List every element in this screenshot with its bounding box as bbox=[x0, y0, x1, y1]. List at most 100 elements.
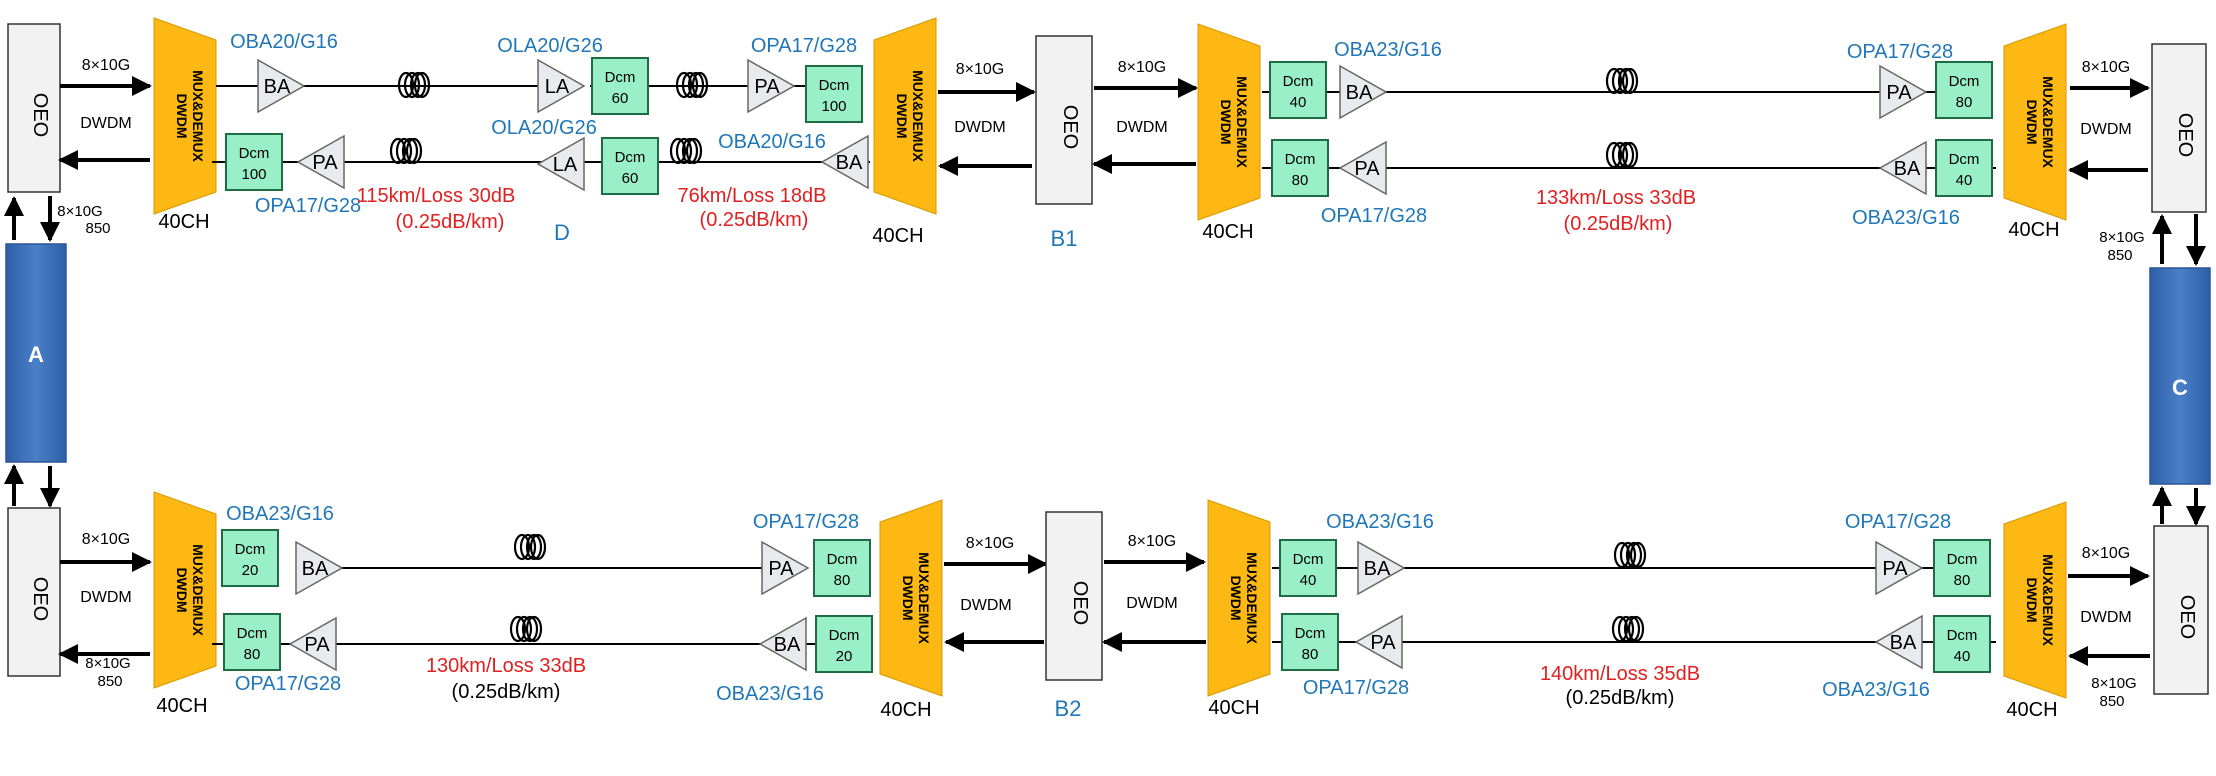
dcm-r3-rx2-label: Dcm bbox=[829, 627, 860, 644]
dwdm-r4-left: DWDM bbox=[1126, 595, 1178, 612]
amp-r3-pa-tx-label: PA bbox=[768, 558, 794, 580]
dcm-r2-rx1-value: 80 bbox=[1292, 172, 1309, 189]
label-r4-oba-tx: OBA23/G16 bbox=[1326, 511, 1434, 533]
dcm-r1-rx1-label: Dcm bbox=[239, 145, 270, 162]
n850-a-bottom: 850 bbox=[97, 673, 122, 690]
rate-c-top: 8×10G bbox=[2099, 229, 2144, 246]
rate-r3-left: 8×10G bbox=[82, 531, 130, 548]
mux-r1-left bbox=[153, 17, 217, 215]
dwdm-r2-right: DWDM bbox=[2080, 121, 2132, 138]
dcm-r3-tx1 bbox=[221, 529, 279, 587]
coil-r1-b-rx bbox=[669, 137, 703, 165]
dcm-r4-tx2-value: 80 bbox=[1954, 572, 1971, 589]
rate-r3-b2-left: 8×10G bbox=[966, 535, 1014, 552]
dwdm-r1-b1-left: DWDM bbox=[954, 119, 1006, 136]
node-c bbox=[2149, 267, 2211, 485]
label-r4-oba-rx: OBA23/G16 bbox=[1822, 679, 1930, 701]
dwdm-r3-b2-left: DWDM bbox=[960, 597, 1012, 614]
mux-r2-left bbox=[1197, 23, 1261, 221]
mux-r4-left-label2: MUX&DEMUX bbox=[1244, 552, 1260, 644]
rate-r1-left: 8×10G bbox=[82, 57, 130, 74]
node-a bbox=[5, 243, 67, 463]
dcm-r3-tx2-label: Dcm bbox=[827, 551, 858, 568]
label-r3-opa-tx: OPA17/G28 bbox=[753, 511, 859, 533]
dcm-r3-rx1-value: 80 bbox=[244, 646, 261, 663]
amp-r1-la-tx-label: LA bbox=[545, 76, 570, 98]
ch40-r1-right: 40CH bbox=[872, 225, 923, 247]
dcm-r4-rx2-label: Dcm bbox=[1947, 627, 1978, 644]
amp-r3-ba-tx bbox=[295, 540, 344, 596]
span-s4-coef: (0.25dB/km) bbox=[1566, 687, 1675, 709]
amp-r1-ba-rx-label: BA bbox=[836, 152, 863, 174]
oeo-c-top-label: OEO bbox=[2174, 113, 2196, 157]
mux-r1-right bbox=[873, 17, 937, 215]
rate-a-top: 8×10G bbox=[57, 203, 102, 220]
amp-r3-ba-tx-label: BA bbox=[302, 558, 329, 580]
label-r1-opa-rx: OPA17/G28 bbox=[255, 195, 361, 217]
mux-r3-right-label1: DWDM bbox=[900, 575, 916, 620]
label-r1-ola-rx: OLA20/G26 bbox=[491, 117, 597, 139]
dcm-r1-tx2-value: 100 bbox=[821, 98, 846, 115]
amp-r2-ba-rx bbox=[1878, 140, 1927, 196]
label-r1-opa-tx: OPA17/G28 bbox=[751, 35, 857, 57]
label-r3-oba-rx: OBA23/G16 bbox=[716, 683, 824, 705]
dcm-r4-tx2-label: Dcm bbox=[1947, 551, 1978, 568]
amp-r2-ba-rx-label: BA bbox=[1894, 158, 1921, 180]
oeo-b1 bbox=[1035, 35, 1093, 205]
amp-r4-ba-tx-label: BA bbox=[1364, 558, 1391, 580]
rate-r1-b1-left: 8×10G bbox=[956, 61, 1004, 78]
span-s4-loss: 140km/Loss 35dB bbox=[1540, 663, 1700, 685]
dcm-r3-rx2-value: 20 bbox=[836, 648, 853, 665]
amp-r2-pa-tx-label: PA bbox=[1886, 82, 1912, 104]
dcm-r1-tx1-value: 60 bbox=[612, 90, 629, 107]
oeo-a-bottom bbox=[7, 507, 61, 677]
mux-r4-right-label2: MUX&DEMUX bbox=[2040, 554, 2056, 646]
dcm-r2-tx2 bbox=[1935, 61, 1993, 119]
amp-r4-ba-rx bbox=[1874, 614, 1923, 670]
mux-r3-left-label1: DWDM bbox=[174, 567, 190, 612]
dcm-r3-rx1-label: Dcm bbox=[237, 625, 268, 642]
amp-r4-ba-rx-label: BA bbox=[1890, 632, 1917, 654]
label-r2-oba-rx: OBA23/G16 bbox=[1852, 207, 1960, 229]
dcm-r3-tx2-value: 80 bbox=[834, 572, 851, 589]
node-b1-label: B1 bbox=[1051, 226, 1078, 251]
span-s1b-coef: (0.25dB/km) bbox=[700, 209, 809, 231]
mux-r4-left bbox=[1207, 499, 1271, 697]
dcm-r4-tx1 bbox=[1279, 539, 1337, 597]
mux-r1-right-label2: MUX&DEMUX bbox=[910, 70, 926, 162]
amp-r3-pa-tx bbox=[761, 540, 810, 596]
dcm-r1-rx1-value: 100 bbox=[241, 166, 266, 183]
amp-r1-pa-rx bbox=[296, 134, 345, 190]
dcm-r4-tx2 bbox=[1933, 539, 1991, 597]
oeo-c-top bbox=[2151, 43, 2207, 213]
dcm-r3-tx2 bbox=[813, 539, 871, 597]
mux-r2-right-label1: DWDM bbox=[2024, 99, 2040, 144]
rate-a-bottom: 8×10G bbox=[85, 655, 130, 672]
dcm-r1-tx2 bbox=[805, 65, 863, 123]
amp-r1-la-rx-label: LA bbox=[553, 154, 578, 176]
dcm-r4-rx1-label: Dcm bbox=[1295, 625, 1326, 642]
rate-r2-left: 8×10G bbox=[1118, 59, 1166, 76]
dwdm-r1-left: DWDM bbox=[80, 115, 132, 132]
amp-r4-pa-tx bbox=[1875, 540, 1924, 596]
dcm-r1-tx1-label: Dcm bbox=[605, 69, 636, 86]
amp-r2-pa-rx-label: PA bbox=[1354, 158, 1380, 180]
n850-c-bottom: 850 bbox=[2099, 693, 2124, 710]
label-r4-opa-tx: OPA17/G28 bbox=[1845, 511, 1951, 533]
ch40-r2-left: 40CH bbox=[1202, 221, 1253, 243]
rate-r4-right: 8×10G bbox=[2082, 545, 2130, 562]
amp-r1-la-tx bbox=[537, 58, 586, 114]
oeo-c-bottom-label: OEO bbox=[2176, 595, 2198, 639]
dcm-r4-tx1-value: 40 bbox=[1300, 572, 1317, 589]
amp-r3-pa-rx-label: PA bbox=[304, 634, 330, 656]
ch40-r2-right: 40CH bbox=[2008, 219, 2059, 241]
rate-c-bottom: 8×10G bbox=[2091, 675, 2136, 692]
label-r1-oba-tx: OBA20/G16 bbox=[230, 31, 338, 53]
dcm-r2-tx2-value: 80 bbox=[1956, 94, 1973, 111]
dcm-r2-rx2 bbox=[1935, 139, 1993, 197]
oeo-b2 bbox=[1045, 511, 1103, 681]
amp-r4-ba-tx bbox=[1357, 540, 1406, 596]
amp-r3-pa-rx bbox=[288, 616, 337, 672]
